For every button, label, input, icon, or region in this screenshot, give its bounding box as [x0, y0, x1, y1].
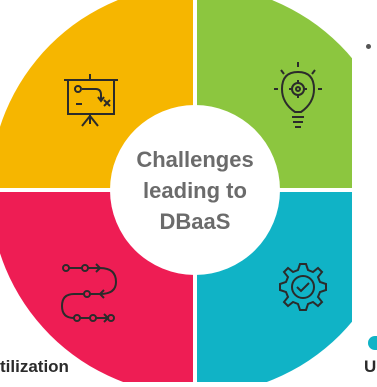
center-title-line1: Challenges	[136, 147, 253, 172]
center-title-line3: DBaaS	[160, 209, 231, 234]
caption-bottom-right: U	[364, 357, 377, 376]
caption-bottom-left: tilization	[0, 357, 69, 376]
gear-check-icon	[279, 263, 327, 311]
bullet-dot	[366, 44, 371, 49]
center-title-line2: leading to	[143, 178, 247, 203]
center-circle	[110, 105, 280, 275]
presentation-board-icon	[64, 74, 118, 127]
workflow-arrows-icon	[60, 263, 118, 323]
partial-circle-edge	[368, 336, 377, 350]
lightbulb-gear-icon	[274, 62, 322, 128]
